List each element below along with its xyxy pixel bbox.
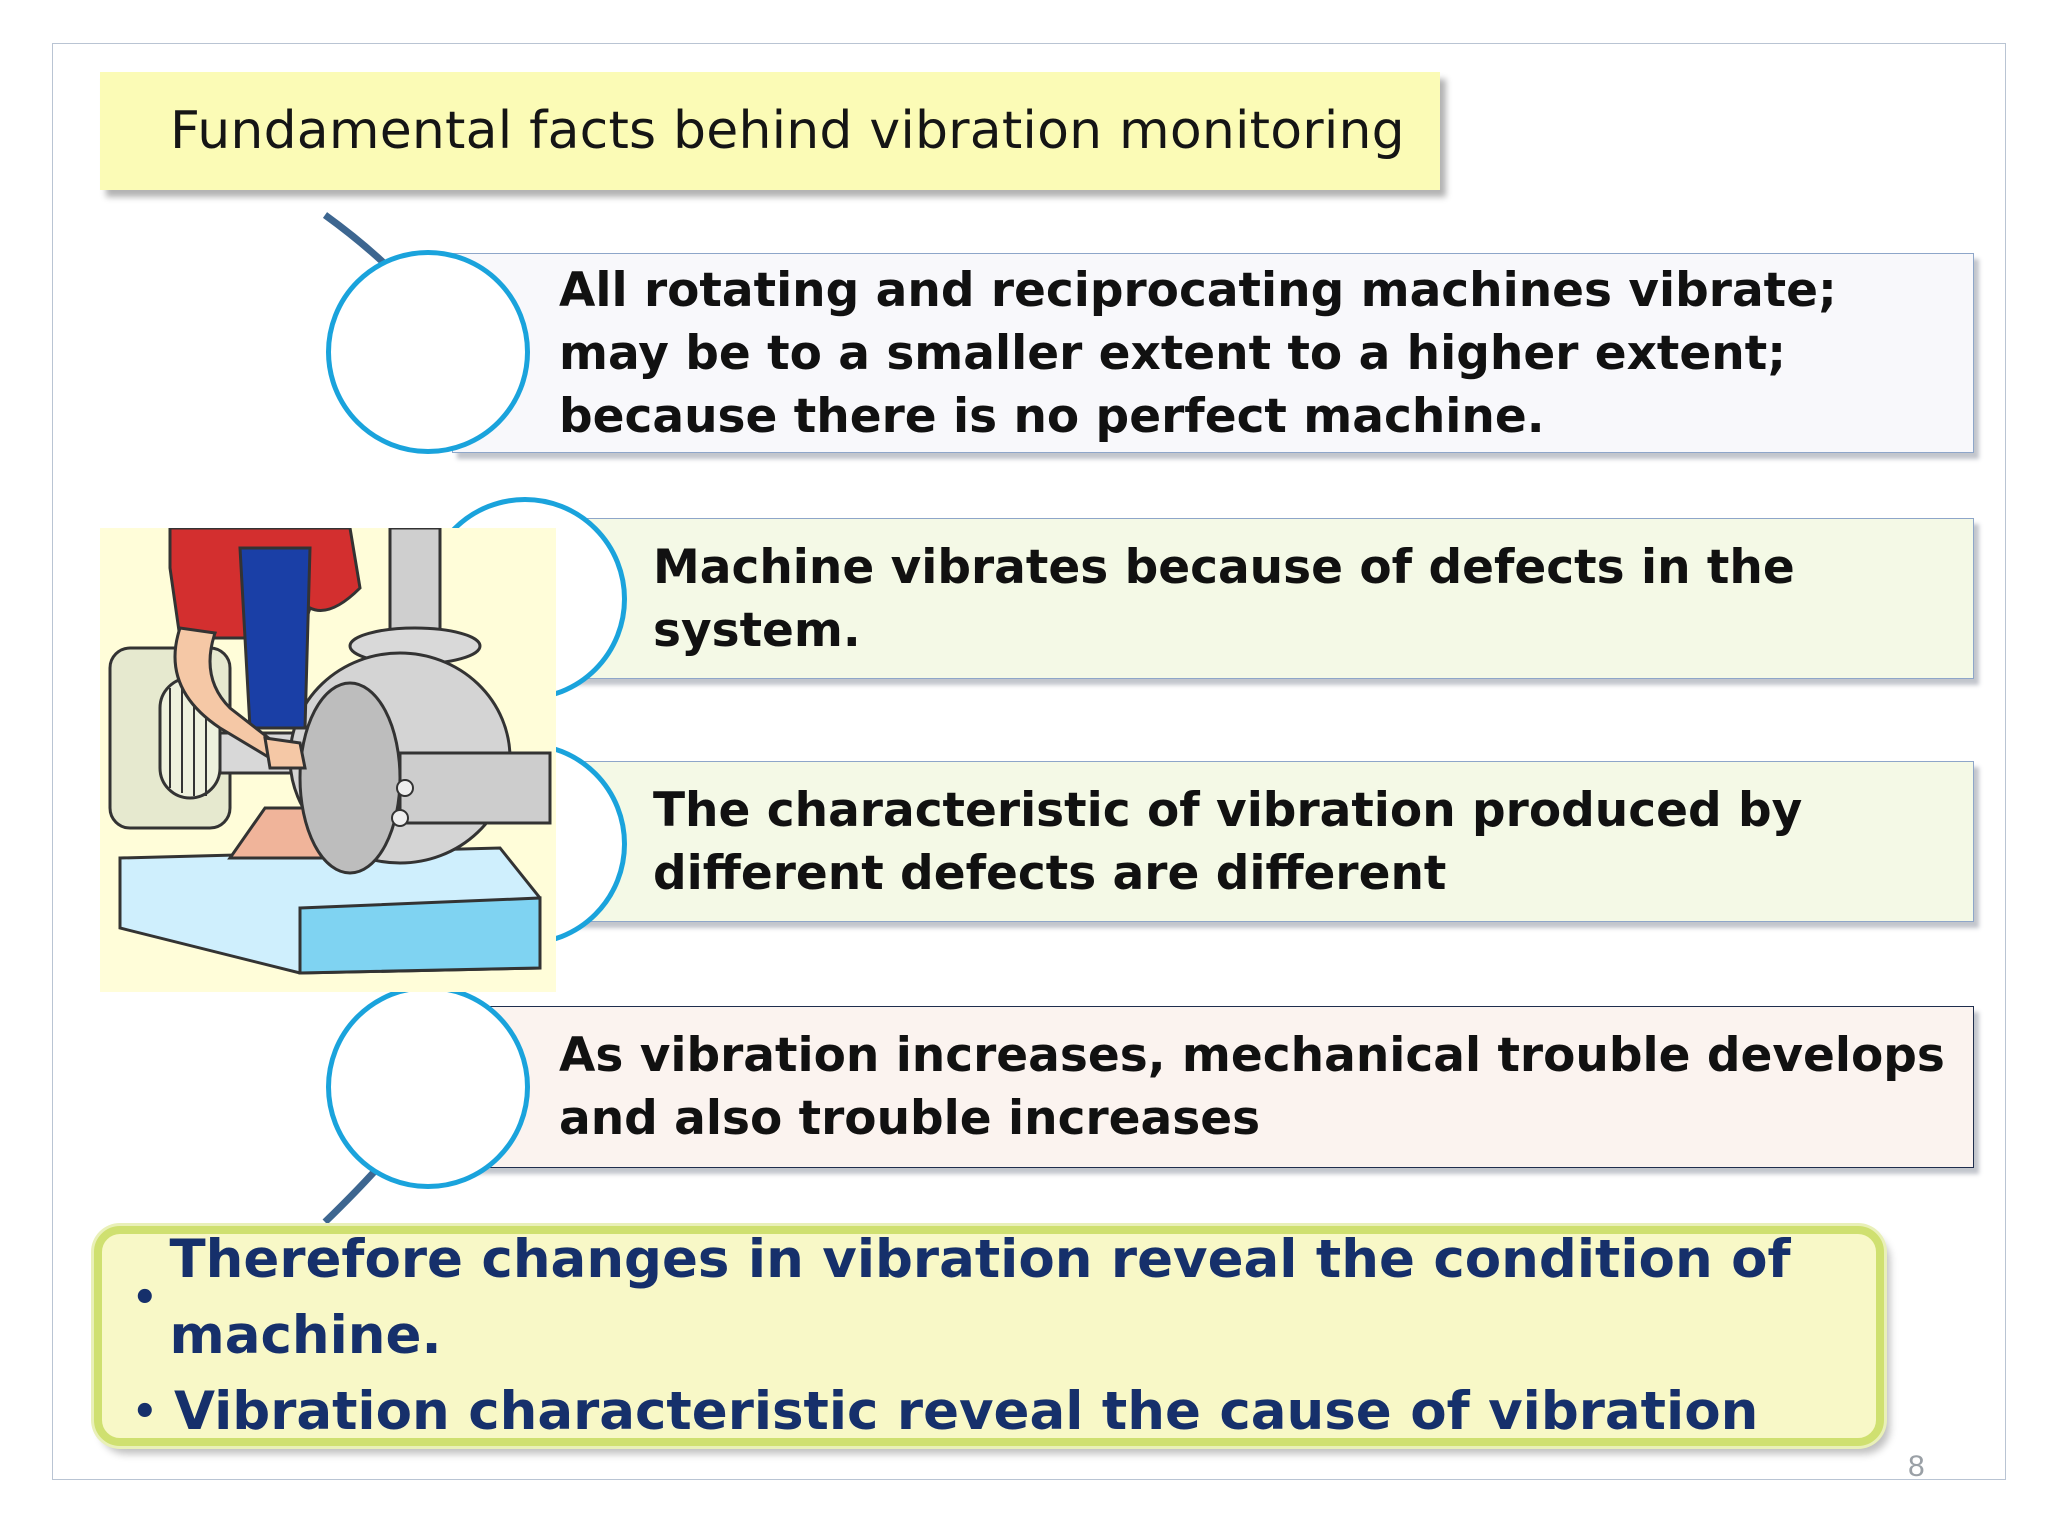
fact-card-3: The characteristic of vibration produced… [560, 761, 1974, 922]
fact-text-4: As vibration increases, mechanical troub… [559, 1028, 1945, 1146]
pump-worker-illustration [100, 528, 556, 992]
fact-text-1: All rotating and reciprocating machines … [559, 262, 1837, 444]
bullet-icon: • [132, 1389, 158, 1435]
page-number: 8 [1908, 1450, 1925, 1483]
slide-title-box: Fundamental facts behind vibration monit… [100, 72, 1440, 190]
summary-text-1: Therefore changes in vibration reveal th… [169, 1229, 1791, 1366]
fact-circle-4 [326, 985, 530, 1189]
fact-card-2: Machine vibrates because of defects in t… [560, 518, 1974, 679]
summary-box: • Therefore changes in vibration reveal … [94, 1226, 1884, 1446]
fact-text-2: Machine vibrates because of defects in t… [653, 539, 1795, 658]
bullet-icon: • [132, 1275, 158, 1321]
summary-item-1: • Therefore changes in vibration reveal … [132, 1222, 1876, 1374]
fact-card-1: All rotating and reciprocating machines … [452, 253, 1974, 453]
pump-worker-drawing [100, 528, 556, 992]
slide-title: Fundamental facts behind vibration monit… [170, 101, 1405, 161]
fact-card-4: As vibration increases, mechanical troub… [452, 1006, 1974, 1168]
fact-circle-1 [326, 250, 530, 454]
summary-text-2: Vibration characteristic reveal the caus… [174, 1381, 1759, 1442]
fact-text-3: The characteristic of vibration produced… [653, 782, 1803, 901]
summary-item-2: • Vibration characteristic reveal the ca… [132, 1374, 1876, 1450]
